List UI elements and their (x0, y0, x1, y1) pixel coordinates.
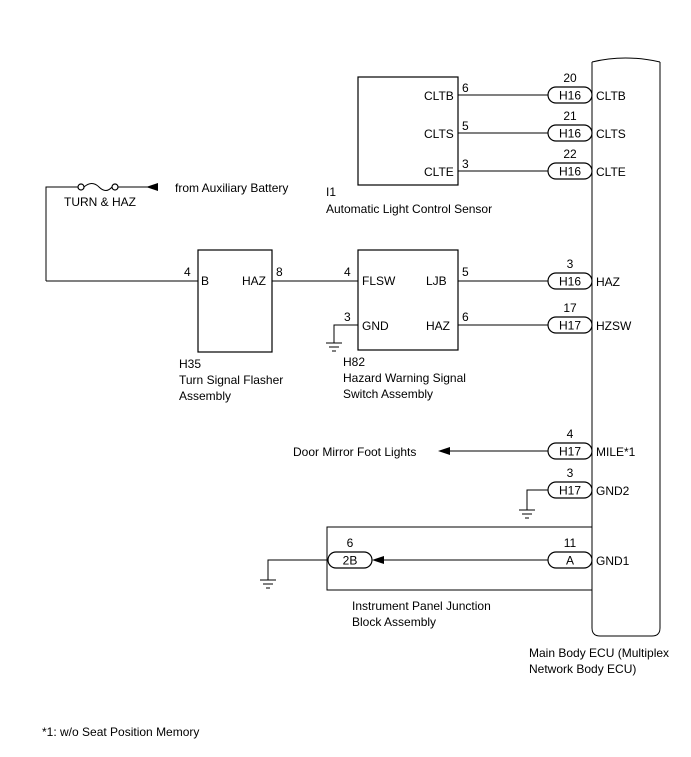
hazard-switch-name-1: Hazard Warning Signal (343, 371, 466, 385)
connector-pin: 6 (347, 536, 354, 550)
flasher-box (197, 249, 273, 353)
hazard-pin-gnd: GND (362, 319, 389, 333)
ecu-signal: CLTS (596, 127, 626, 141)
connector-pin: 3 (567, 466, 574, 480)
fuse-terminal (111, 183, 119, 191)
flasher-name-1: Turn Signal Flasher (179, 373, 283, 387)
fuse-label: TURN & HAZ (64, 195, 136, 209)
wire (526, 489, 548, 510)
hazard-pin-flsw: FLSW (362, 274, 396, 288)
junction-block-name-1: Instrument Panel Junction (352, 599, 491, 613)
sensor-id: I1 (326, 185, 336, 199)
connector-pin: 4 (567, 427, 574, 441)
aux-battery-label: from Auxiliary Battery (175, 181, 288, 195)
ecu-connector-hzsw: H17 17 HZSW (547, 301, 632, 334)
ecu-signal: HZSW (596, 319, 632, 333)
ecu-connector-clts: H16 21 CLTS (547, 109, 626, 142)
ecu-signal: CLTE (596, 165, 626, 179)
sensor-pin-cltb: CLTB (424, 89, 454, 103)
wire (333, 324, 358, 343)
arrow-icon (146, 183, 158, 191)
ecu-signal: CLTB (596, 89, 626, 103)
sensor-pin-num: 6 (462, 81, 469, 95)
ecu-break-line (591, 57, 661, 63)
ecu-body (591, 62, 661, 637)
ecu-name-2: Network Body ECU) (529, 662, 636, 676)
connector-id: H17 (559, 484, 581, 498)
flasher-pin-b-num: 4 (184, 265, 191, 279)
arrow-icon (438, 447, 450, 455)
connector-id: H16 (559, 275, 581, 289)
connector-pin: 17 (563, 301, 577, 315)
hazard-switch-box (357, 249, 459, 351)
junction-block-box (326, 526, 592, 591)
ecu-name-1: Main Body ECU (Multiplex (529, 646, 669, 660)
connector-id: 2B (343, 554, 358, 568)
sensor-name: Automatic Light Control Sensor (326, 202, 492, 216)
ecu-signal: HAZ (596, 275, 620, 289)
wire (45, 186, 78, 281)
hazard-pin-ljb: LJB (426, 274, 447, 288)
arrow-icon (372, 556, 384, 564)
connector-pin: 3 (567, 257, 574, 271)
footnote: *1: w/o Seat Position Memory (42, 725, 199, 739)
fuse-symbol (83, 183, 113, 191)
connector-id: H16 (559, 89, 581, 103)
flasher-pin-haz-num: 8 (276, 265, 283, 279)
wire (267, 559, 328, 580)
ecu-connector-clte: H16 22 CLTE (547, 147, 626, 180)
connector-id: H16 (559, 127, 581, 141)
connector-id: A (566, 554, 574, 568)
fuse-terminal (77, 183, 85, 191)
ecu-connector-haz: H16 3 HAZ (547, 257, 620, 290)
flasher-pin-b: B (201, 274, 209, 288)
connector-pin: 11 (564, 536, 577, 550)
sensor-pin-num: 5 (462, 119, 469, 133)
connector-pin: 21 (563, 109, 577, 123)
ecu-signal: GND2 (596, 484, 630, 498)
ecu-connector-mile: H17 4 MILE*1 (547, 427, 636, 460)
hazard-switch-id: H82 (343, 355, 365, 369)
hazard-pin-flsw-num: 4 (344, 265, 351, 279)
flasher-pin-haz: HAZ (242, 274, 266, 288)
sensor-pin-num: 3 (462, 157, 469, 171)
connector-id: H17 (559, 445, 581, 459)
junction-connector-2b: 2B 6 (327, 536, 373, 569)
hazard-pin-gnd-num: 3 (344, 310, 351, 324)
flasher-name-2: Assembly (179, 389, 231, 403)
door-mirror-label: Door Mirror Foot Lights (293, 445, 416, 459)
ecu-connector-gnd2: H17 3 GND2 (547, 466, 630, 499)
sensor-pin-clte: CLTE (424, 165, 454, 179)
junction-block-name-2: Block Assembly (352, 615, 436, 629)
connector-pin: 22 (563, 147, 577, 161)
ecu-connector-gnd1: A 11 GND1 (547, 536, 630, 569)
hazard-switch-name-2: Switch Assembly (343, 387, 433, 401)
flasher-id: H35 (179, 357, 201, 371)
sensor-pin-clts: CLTS (424, 127, 454, 141)
connector-id: H17 (559, 319, 581, 333)
ecu-connector-cltb: H16 20 CLTB (547, 71, 626, 104)
connector-id: H16 (559, 165, 581, 179)
ecu-signal: MILE*1 (596, 445, 636, 459)
light-sensor-box (357, 76, 459, 186)
hazard-pin-haz: HAZ (426, 319, 450, 333)
connector-pin: 20 (563, 71, 577, 85)
hazard-pin-ljb-num: 5 (462, 265, 469, 279)
ecu-signal: GND1 (596, 554, 630, 568)
hazard-pin-haz-num: 6 (462, 310, 469, 324)
